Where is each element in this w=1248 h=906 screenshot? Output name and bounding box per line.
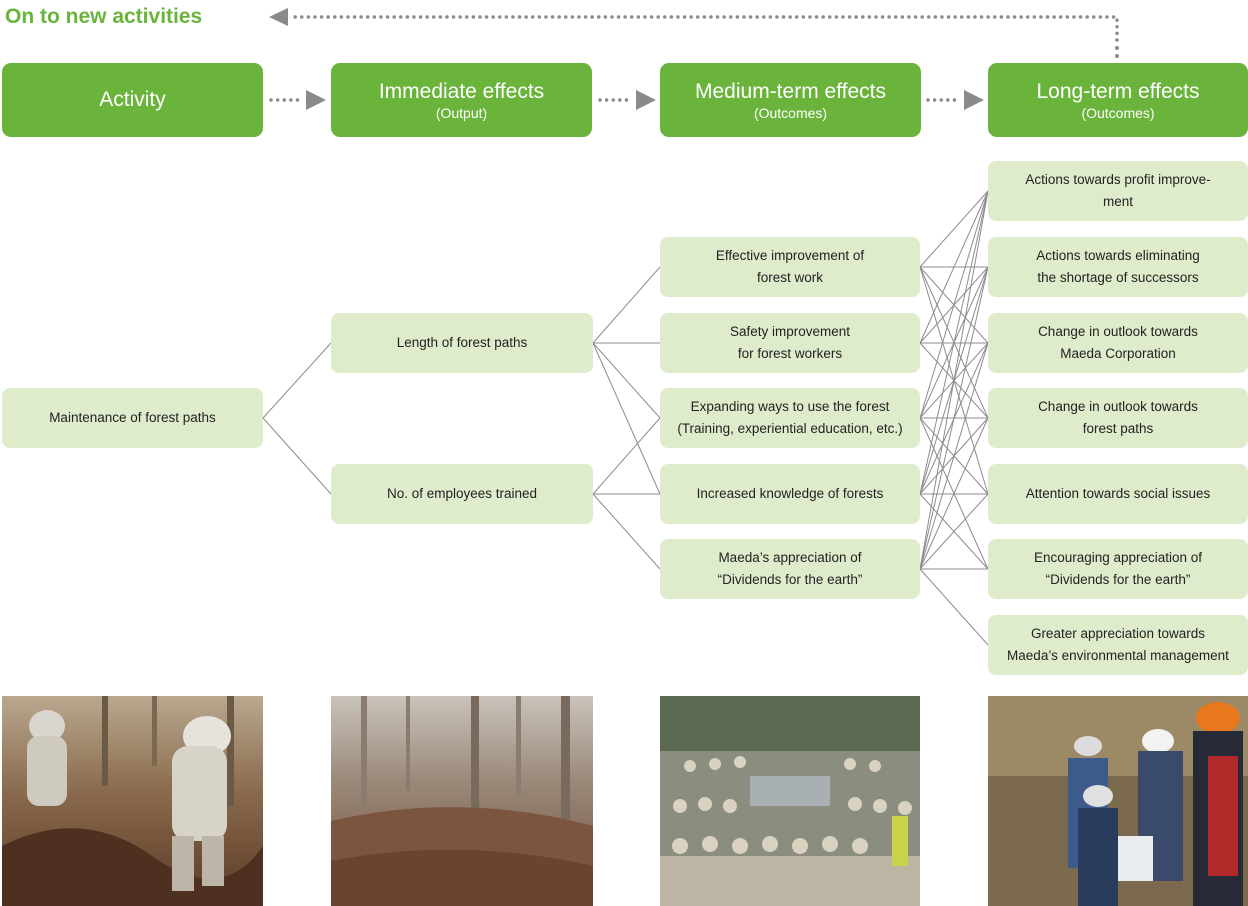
longterm-node: Actions towards eliminating the shortage…	[988, 237, 1248, 297]
link-line	[919, 493, 989, 570]
link-line	[919, 266, 989, 419]
feedback-dot	[1115, 54, 1119, 58]
link-line	[919, 417, 989, 570]
link-line	[919, 342, 989, 570]
link-line	[919, 266, 989, 344]
activity-links	[262, 342, 332, 495]
feedback-dot	[1115, 46, 1119, 50]
header-subtitle: (Output)	[435, 105, 488, 121]
forest-path-photo	[331, 696, 593, 906]
header-immediate-effects: Immediate effects (Output)	[331, 63, 592, 137]
immediate-node: Length of forest paths	[331, 313, 593, 373]
link-line	[919, 190, 989, 570]
longterm-node: Change in outlook towards forest paths	[988, 388, 1248, 448]
longterm-node: Attention towards social issues	[988, 464, 1248, 524]
link-line	[919, 266, 989, 495]
medium-node: Effective improvement of forest work	[660, 237, 920, 297]
header-title: Immediate effects	[378, 80, 545, 103]
group-photo	[660, 696, 920, 906]
workers-digging-photo	[2, 696, 263, 906]
header-medium-term-effects: Medium-term effects (Outcomes)	[660, 63, 921, 137]
link-line	[919, 417, 989, 495]
link-line	[919, 417, 989, 570]
medium-node: Maeda’s appreciation of “Dividends for t…	[660, 539, 920, 599]
link-line	[919, 342, 989, 419]
medium-node: Expanding ways to use the forest (Traini…	[660, 388, 920, 448]
link-line	[919, 342, 989, 419]
immediate-links	[592, 266, 661, 570]
medium-node: Safety improvement for forest workers	[660, 313, 920, 373]
longterm-node: Actions towards profit improve- ment	[988, 161, 1248, 221]
link-line	[919, 266, 989, 570]
longterm-node: Change in outlook towards Maeda Corporat…	[988, 313, 1248, 373]
header-long-term-effects: Long-term effects (Outcomes)	[988, 63, 1248, 137]
activity-node: Maintenance of forest paths	[2, 388, 263, 448]
longterm-node: Greater appreciation towards Maeda’s env…	[988, 615, 1248, 675]
children-helmets-photo	[988, 696, 1248, 906]
link-line	[919, 417, 989, 495]
feedback-dotted-line	[291, 15, 1119, 42]
link-line	[919, 190, 989, 344]
medium-node: Increased knowledge of forests	[660, 464, 920, 524]
link-line	[919, 190, 989, 419]
link-line	[919, 342, 989, 495]
diagram-title: On to new activities	[5, 5, 203, 28]
header-subtitle: (Outcomes)	[1081, 105, 1155, 121]
header-title: Activity	[99, 88, 166, 111]
flow-arrowhead-icon	[964, 90, 984, 110]
medium-links	[919, 190, 989, 646]
link-line	[919, 568, 989, 646]
longterm-node: Encouraging appreciation of “Dividends f…	[988, 539, 1248, 599]
header-subtitle: (Outcomes)	[753, 105, 828, 121]
link-line	[919, 266, 989, 495]
header-title: Medium-term effects	[695, 80, 886, 103]
header-activity: Activity	[2, 63, 263, 137]
flow-arrowhead-icon	[636, 90, 656, 110]
link-line	[919, 266, 989, 419]
feedback-arrowhead-icon	[269, 8, 288, 26]
flow-arrowhead-icon	[306, 90, 326, 110]
header-title: Long-term effects	[1036, 80, 1200, 103]
link-line	[919, 266, 989, 344]
link-line	[919, 190, 989, 495]
link-line	[919, 493, 989, 570]
immediate-node: No. of employees trained	[331, 464, 593, 524]
link-line	[919, 190, 989, 268]
